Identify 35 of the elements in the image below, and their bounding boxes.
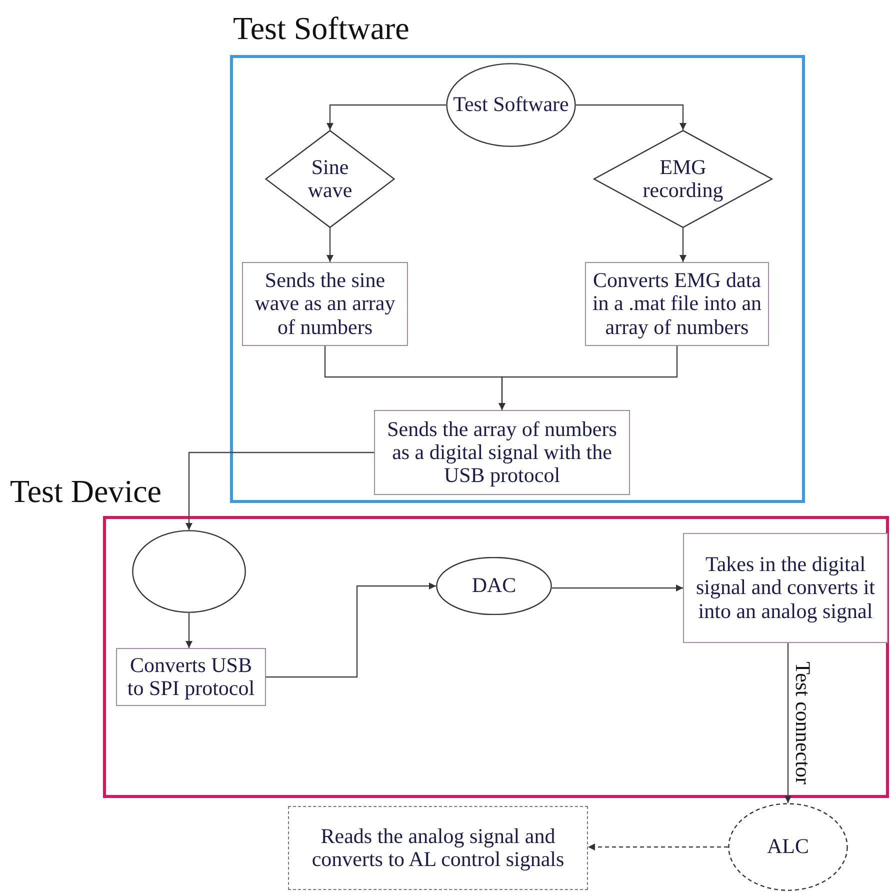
group-heading: Test Software	[233, 12, 410, 44]
arrow	[326, 228, 334, 262]
node-text: EMG recording	[642, 156, 724, 202]
arrow	[576, 104, 686, 130]
arrow	[552, 584, 683, 592]
node-text: Reads the analog signal and converts to AL control signals	[310, 824, 566, 872]
node-text: Test Software	[453, 93, 569, 117]
decision-diamond	[593, 130, 773, 228]
process-box	[374, 410, 630, 495]
decision-diamond	[265, 130, 395, 228]
controller-ellipse	[728, 803, 848, 891]
start-ellipse	[446, 63, 576, 147]
node-text: DAC	[472, 574, 516, 598]
node-text: Converts EMG data in a .mat file into an array of numbers	[591, 269, 763, 339]
controller-ellipse	[132, 530, 246, 613]
arrow	[680, 228, 686, 262]
arrow	[266, 582, 436, 678]
node-text: ALC	[767, 835, 809, 859]
process-box	[116, 648, 266, 706]
process-box	[288, 806, 588, 890]
arrow	[498, 346, 678, 410]
arrow	[186, 613, 192, 648]
process-box	[683, 533, 888, 643]
node-text: Converts USB to SPI protocol	[126, 654, 256, 700]
process-box	[242, 262, 408, 346]
arrow	[588, 844, 728, 850]
node-text: Takes in the digital signal and converts it into an analog signal	[694, 553, 876, 623]
arrow	[784, 643, 792, 803]
arrow	[186, 452, 374, 530]
process-box	[585, 262, 769, 346]
node-text: Sends the sine wave as an array of numbers	[254, 269, 396, 339]
node-text: Sends the array of numbers as a digital signal with the USB protocol	[386, 418, 618, 488]
arrow	[326, 104, 446, 130]
node-text: Sine wave	[306, 156, 354, 202]
group-heading: Test Device	[10, 475, 162, 507]
